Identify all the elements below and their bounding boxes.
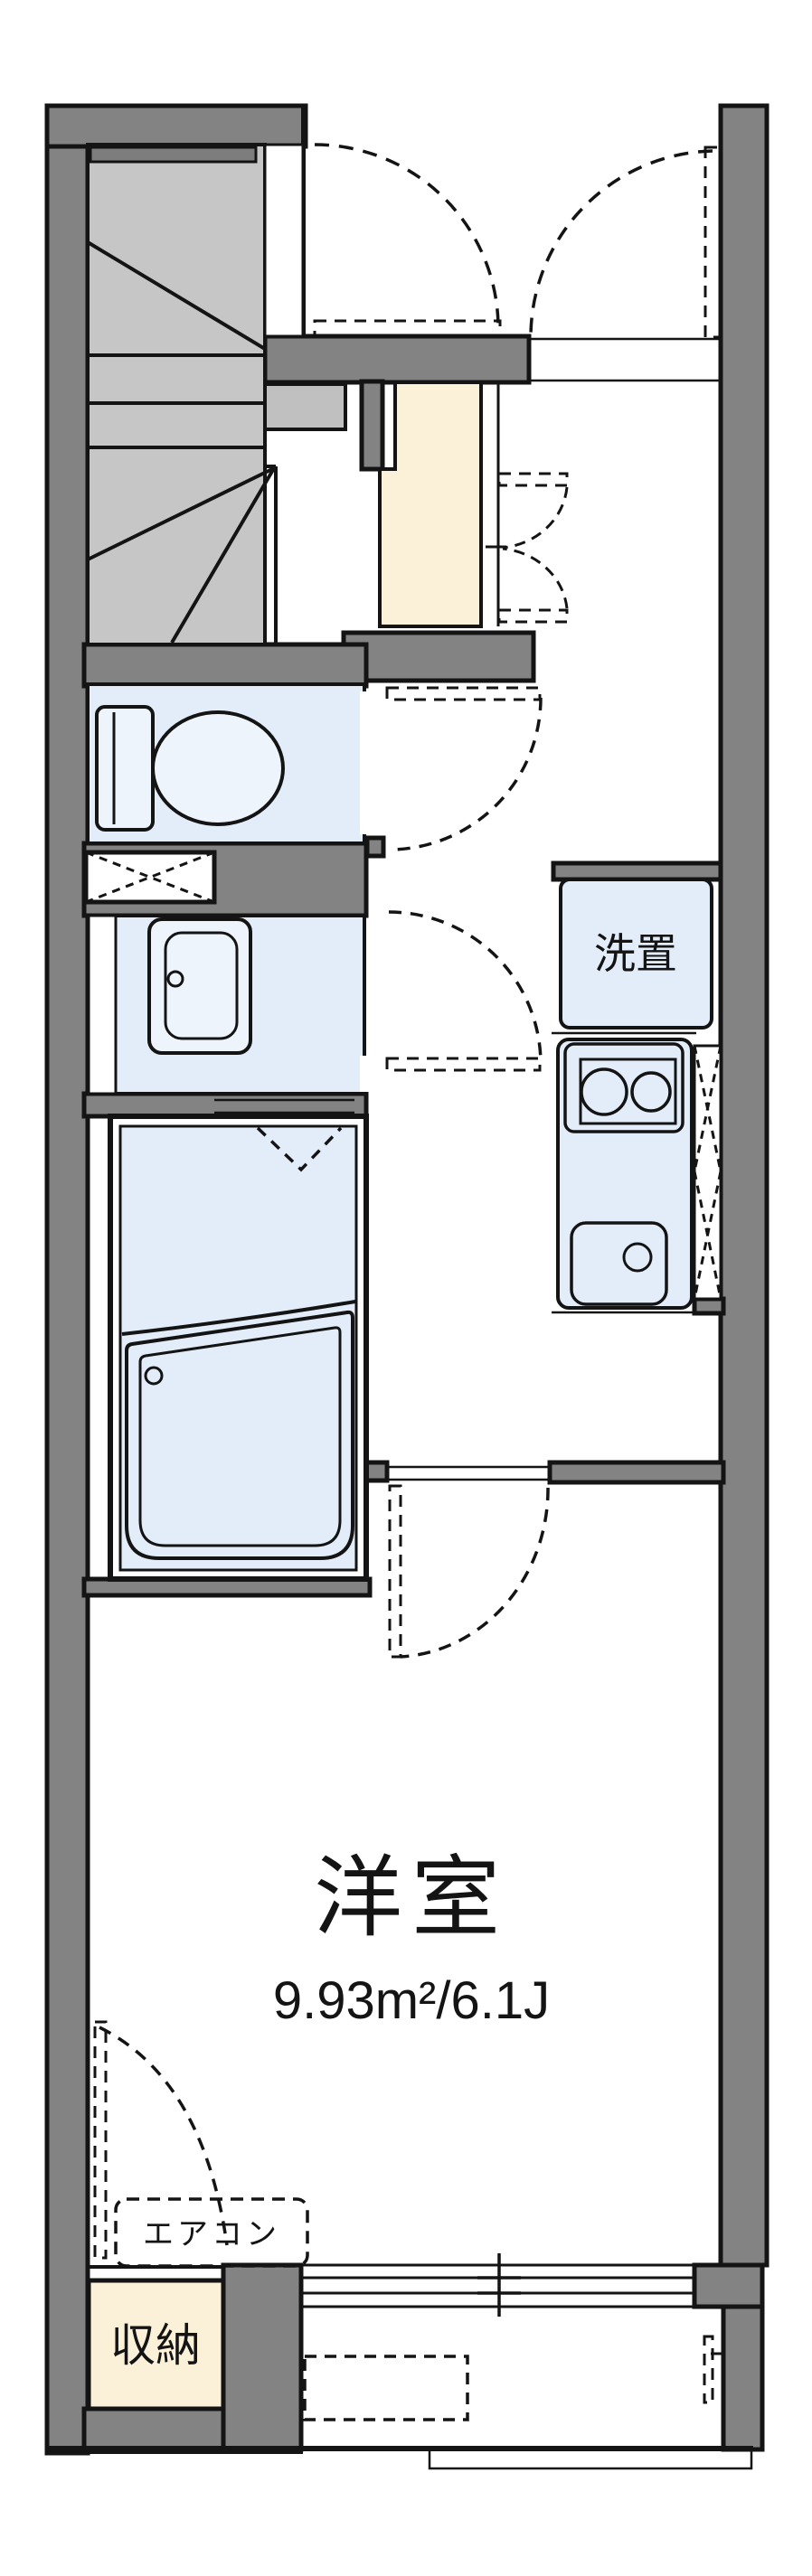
entry-door-arc-right [529,149,713,338]
entry-door-arc-left [314,143,500,329]
genkan-floor [378,381,483,628]
wall-room-top [547,1460,726,1485]
bathtub-inner-icon [138,1326,342,1547]
wall-genkan-notch [359,379,385,472]
storage: 収納 [86,2265,226,2411]
genkan-double-door [486,472,569,624]
room-door-arc [400,1487,550,1659]
toilet-room [86,682,543,851]
closet-door-leaf [93,2020,108,2260]
room-door-leaf [388,1484,402,1659]
entry-door-leaf-right [703,146,722,339]
bath-folding-door-icon [256,1126,343,1172]
washroom-door-opening [360,1056,371,1092]
stair-diagonal [86,240,267,351]
washroom-door-leaf [385,1057,542,1072]
stair-winder-tread [87,466,275,561]
washroom-left-strip [87,914,118,1095]
vanity-faucet-icon [166,970,184,988]
bathroom [108,1114,369,1582]
balcony-bottom-line [301,2446,753,2451]
balcony-small-door [703,2335,714,2404]
vanity-bowl-icon [164,931,239,1040]
double-door-arc-top [502,486,569,550]
bath-ledge-line [121,1300,356,1336]
balcony-eaves-outline [428,2451,753,2470]
toilet-tank-icon [95,705,155,832]
refrigerator-strip [693,1044,722,1301]
aircon-label: エアコン [143,2217,280,2252]
stair-area [86,143,267,646]
washer-pan-box [83,850,217,905]
wall-genkan-bottom [341,630,536,683]
wall-kitchen-bottom-stub [692,1296,726,1316]
wall-left [44,103,90,2456]
double-door-leaf-bottom [497,608,569,624]
wall-storage-bottom [81,2406,226,2452]
refrigerator-strip-x [693,1045,722,1172]
sink-drain-icon [622,1242,653,1273]
bathtub-outer-icon [125,1310,354,1560]
entry-door-leaf-left [313,319,502,337]
washroom [86,910,543,1095]
wall-storage-right [221,2262,304,2452]
wall-toilet-top [81,642,369,689]
stair-top-bar [89,146,258,164]
wall-right-window-notch [692,2262,765,2309]
balcony-equipment-box [303,2355,469,2421]
burner-icon [630,1071,672,1113]
toilet-bowl-icon [151,710,285,826]
wall-hall-band [262,334,532,385]
storage-box [86,2278,226,2411]
closet-door-arc [99,2026,229,2246]
vanity-unit-icon [147,917,252,1055]
washer-pan [83,850,217,905]
laundry-space-box [559,878,713,1029]
washroom-door-arc [388,910,543,1065]
toilet-door-opening [360,691,371,834]
laundry-space-label: 洗置 [594,930,677,977]
storage-label: 収納 [110,2320,201,2371]
western-room: 洋室 9.93m²/6.1J エアコン [93,1484,550,2268]
wall-right-lower [721,2304,765,2452]
western-room-label: 洋室 [314,1847,509,1947]
wall-kitchen-top [551,860,723,882]
bathtub-drain-icon [144,1366,164,1386]
wall-bottom-outer-line [47,2446,303,2454]
stair-landing [263,143,305,338]
western-room-area-label: 9.93m²/6.1J [273,1971,550,2030]
toilet-door-arc [388,697,543,851]
bathroom-floor [118,1124,358,1572]
toilet-door-leaf [385,686,542,701]
window-and-balcony [303,2253,753,2470]
kitchen-counter [556,1038,694,1310]
burner-icon [580,1067,628,1116]
wall-top [44,103,308,149]
entry-doors [313,143,722,339]
kitchen: 洗置 [552,878,722,1314]
stair-winder-tread [170,466,276,644]
refrigerator-strip-x [693,1170,722,1300]
stove-outer-icon [563,1042,685,1133]
kitchen-sink-icon [570,1221,668,1306]
staircase [86,143,347,646]
wall-right [718,103,770,2268]
stair-step-tab [263,382,347,431]
wall-toilet-door-stub [364,835,386,859]
double-door-leaf-top [497,472,569,487]
double-door-arc-bottom [502,547,569,609]
